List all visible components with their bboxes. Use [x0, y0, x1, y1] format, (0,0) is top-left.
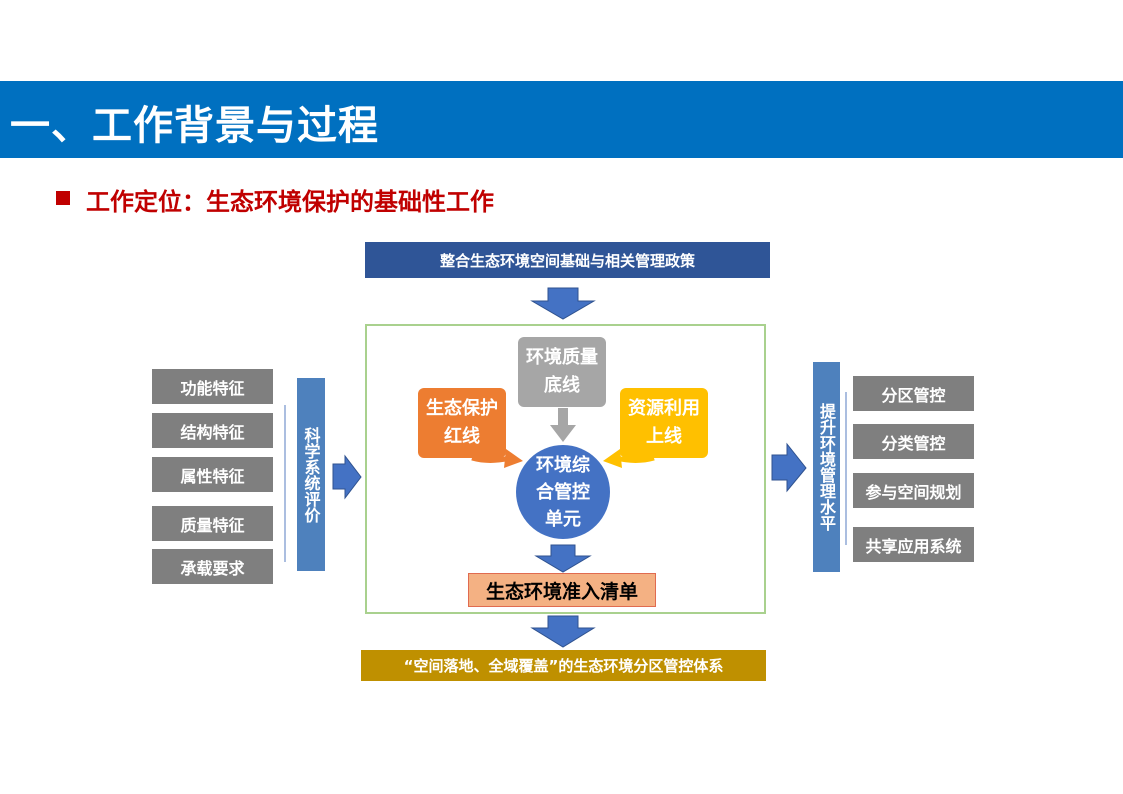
access-list-box: 生态环境准入清单 — [468, 573, 656, 607]
integration-box: 整合生态环境空间基础与相关管理政策 — [365, 242, 770, 278]
right-arrow-right-icon — [771, 442, 807, 493]
scientific-evaluation-label: 科学系统评价 — [301, 426, 321, 523]
management-unit-circle: 环境综合管控单元 — [516, 445, 610, 539]
down-arrow-quality-icon — [550, 408, 576, 442]
resource-utilization-cap-label: 资源利用上线 — [628, 398, 700, 447]
zoning-system-box: “空间落地、全域覆盖”的生态环境分区管控体系 — [361, 650, 766, 681]
left-item-structure: 结构特征 — [152, 413, 273, 448]
left-item-attribute: 属性特征 — [152, 457, 273, 492]
ecological-redline-label: 生态保护红线 — [426, 398, 498, 447]
left-item-capacity: 承载要求 — [152, 549, 273, 584]
section-subtitle: 工作定位：生态环境保护的基础性工作 — [86, 188, 494, 216]
resource-utilization-cap-box: 资源利用上线 — [620, 388, 708, 458]
down-arrow-bottom-icon — [530, 615, 596, 648]
management-level-label: 提升环境管理水平 — [817, 403, 836, 531]
down-arrow-circle-icon — [534, 544, 592, 573]
environment-quality-baseline-box: 环境质量底线 — [518, 337, 606, 407]
right-item-zoning: 分区管控 — [853, 376, 974, 411]
right-arrow-left-icon — [332, 454, 362, 500]
management-level-bar: 提升环境管理水平 — [813, 362, 840, 572]
down-arrow-top-icon — [530, 287, 596, 320]
page-title: 一、工作背景与过程 — [10, 103, 379, 149]
management-unit-label: 环境综合管控单元 — [536, 454, 590, 530]
environment-quality-baseline-label: 环境质量底线 — [526, 347, 598, 396]
right-item-shared-system: 共享应用系统 — [853, 527, 974, 562]
left-item-quality: 质量特征 — [152, 506, 273, 541]
scientific-evaluation-bar: 科学系统评价 — [297, 378, 325, 571]
header-bar — [0, 81, 1123, 158]
left-item-function: 功能特征 — [152, 369, 273, 404]
right-item-spatial-planning: 参与空间规划 — [853, 473, 974, 508]
ecological-redline-box: 生态保护红线 — [418, 388, 506, 458]
right-item-classification: 分类管控 — [853, 424, 974, 459]
orange-curve-arrow-icon — [471, 455, 511, 463]
bullet-square-icon — [56, 191, 70, 205]
yellow-curve-arrow-icon — [615, 455, 655, 463]
